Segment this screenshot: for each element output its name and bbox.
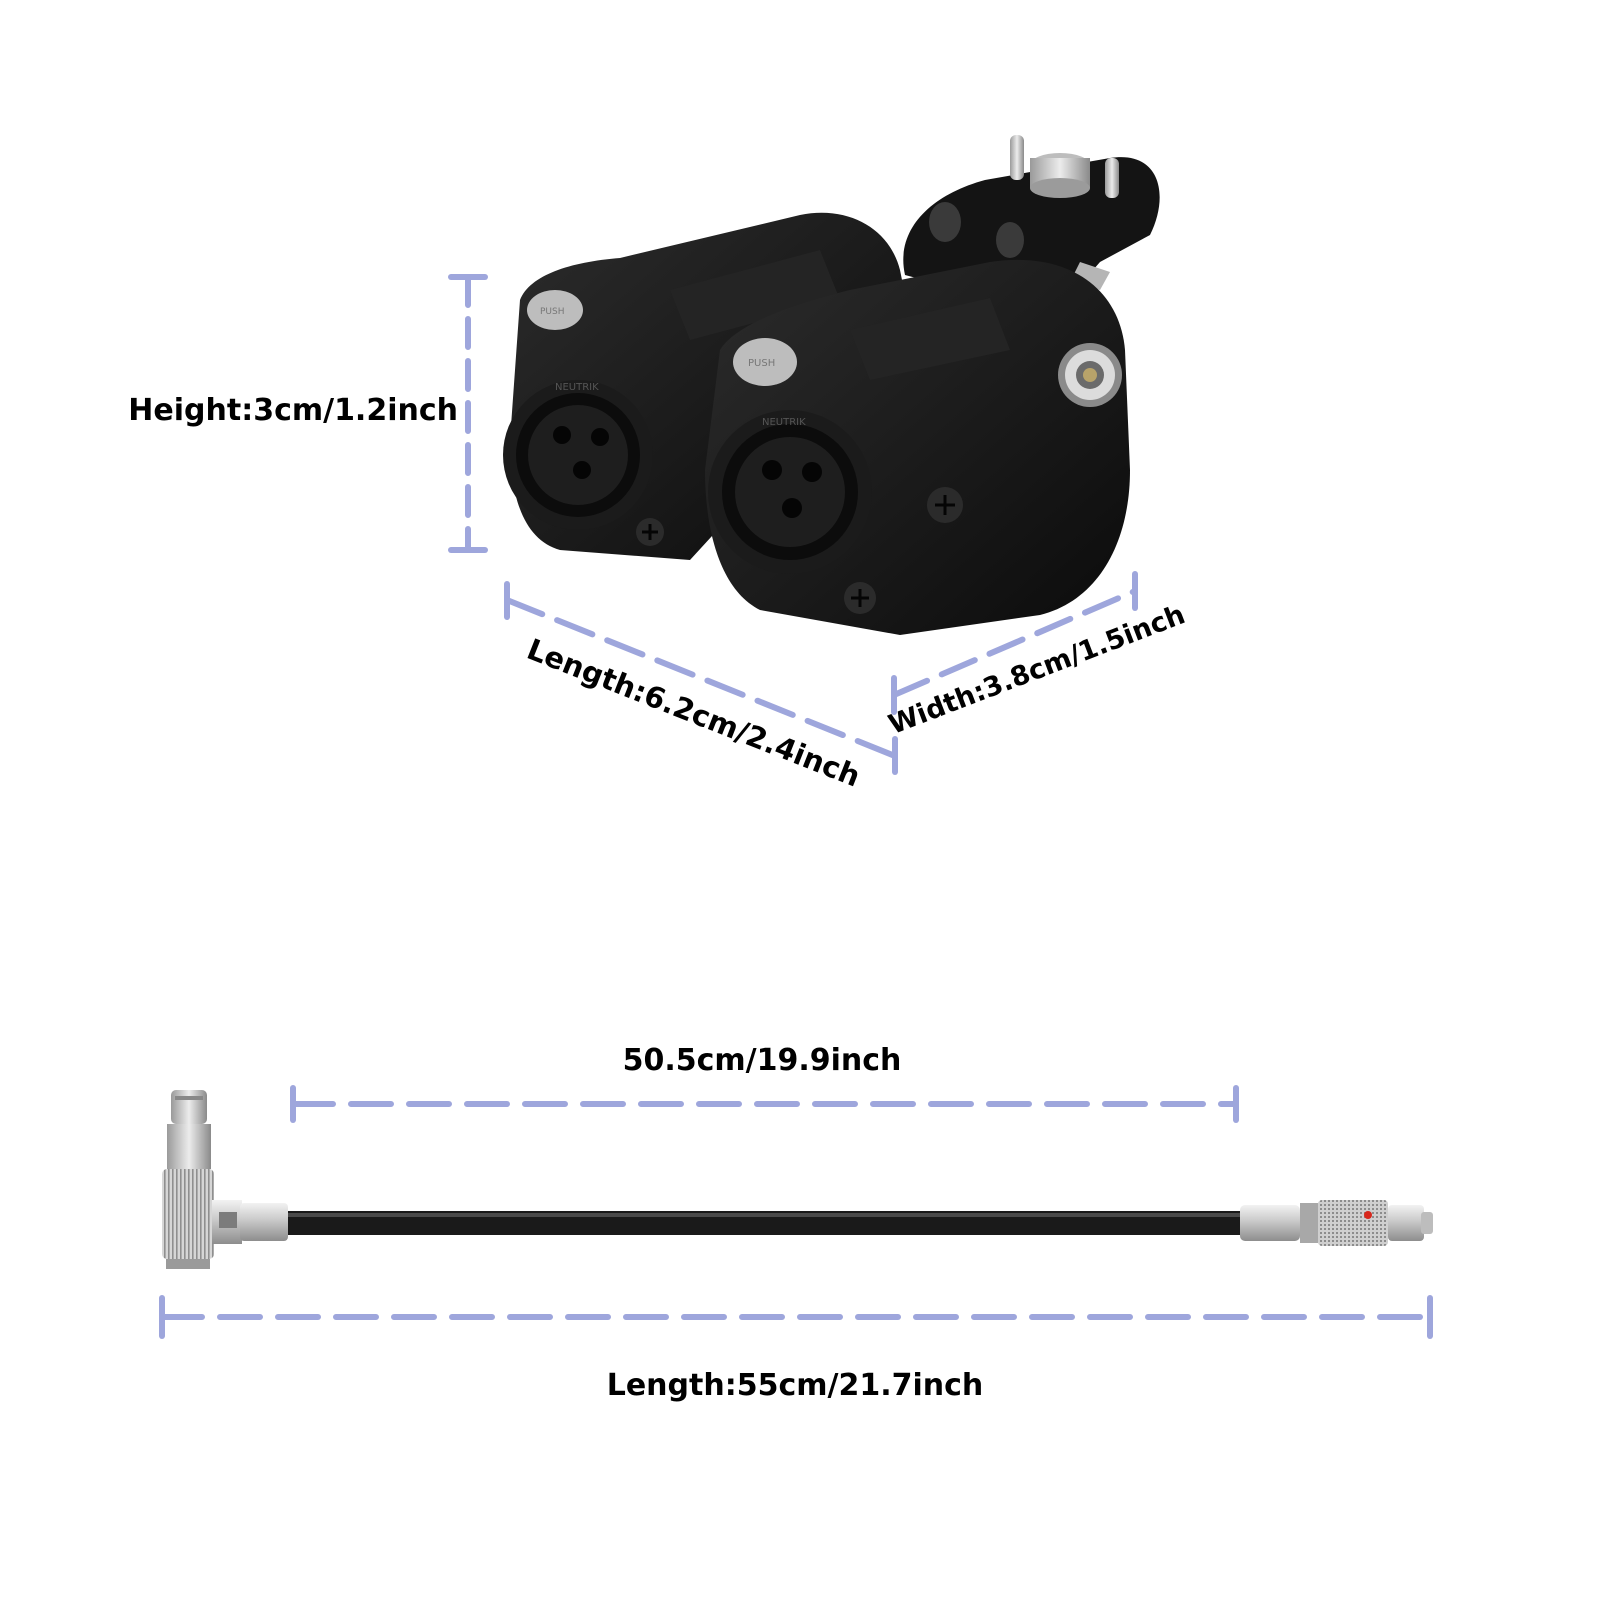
- latch-text: PUSH: [748, 358, 775, 369]
- latch-tab-left: [527, 290, 583, 330]
- cable-total-length-label: Length:55cm/21.7inch: [607, 1368, 984, 1403]
- alignment-dot: [1364, 1211, 1372, 1219]
- length-label: Length:6.2cm/2.4inch: [522, 632, 865, 794]
- latch-text: PUSH: [540, 307, 565, 317]
- xlr-housing-left: NEUTRIK PUSH: [503, 212, 910, 561]
- xlr-brand-text: NEUTRIK: [762, 417, 806, 428]
- xlr-brand-text: NEUTRIK: [555, 382, 599, 393]
- width-dimension-line: [891, 571, 1138, 715]
- xlr-adapter-photo: NEUTRIK PUSH NEUTRIK PUSH: [503, 135, 1160, 635]
- latch-tab-right: [733, 338, 797, 386]
- xlr-housing-right: NEUTRIK PUSH: [705, 259, 1130, 635]
- height-dimension-line: [448, 274, 488, 553]
- cable-inner-length-label: 50.5cm/19.9inch: [623, 1043, 902, 1078]
- cable-inner-dimension-line: [290, 1085, 1239, 1123]
- straight-connector: [1240, 1200, 1433, 1246]
- height-label: Height:3cm/1.2inch: [128, 393, 458, 428]
- mounting-bracket: [903, 135, 1160, 300]
- dimension-lines-box: [448, 274, 1138, 775]
- right-angle-connector: [162, 1090, 288, 1269]
- dimension-lines-cable: [159, 1085, 1433, 1339]
- cable-photo: [162, 1090, 1433, 1269]
- cable-total-dimension-line: [159, 1295, 1433, 1339]
- length-dimension-line: [504, 581, 898, 775]
